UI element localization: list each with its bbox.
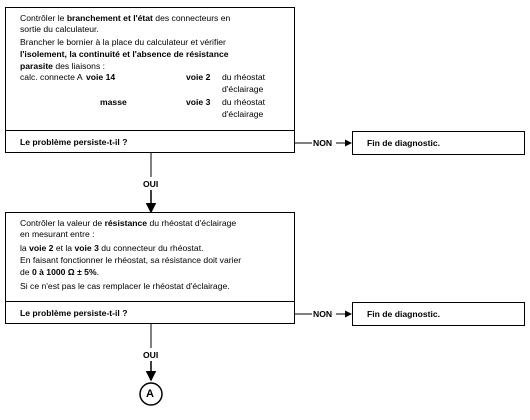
step2-line6: Si ce n'est pas le cas remplacer le rhéo… <box>20 281 230 291</box>
route1-from: voie 14 <box>86 72 116 82</box>
end1-text: Fin de diagnostic. <box>367 138 441 148</box>
non1-label: NON <box>313 138 333 148</box>
question1-text: Le problème persiste-t-il ? <box>20 137 128 147</box>
step2-line3: la voie 2 et la voie 3 du connecteur du … <box>20 243 204 253</box>
end2-box <box>352 302 525 326</box>
end2-text: Fin de diagnostic. <box>367 309 441 319</box>
step1-box <box>5 7 295 153</box>
route2-to: voie 3 <box>186 97 211 107</box>
route1-desc1: du rhéostat <box>222 72 265 82</box>
step1-line5: parasite des liaisons : <box>20 61 106 71</box>
non2-label: NON <box>313 309 333 319</box>
step2-line2: en mesurant entre : <box>20 229 95 239</box>
question2-text: Le problème persiste-t-il ? <box>20 308 128 318</box>
connector-label: A <box>146 388 154 400</box>
oui1-label: OUI <box>143 179 159 189</box>
route2-from: masse <box>100 97 127 107</box>
step1-line2: sortie du calculateur. <box>20 24 99 34</box>
step2-line5: de 0 à 1000 Ω ± 5%. <box>20 267 99 277</box>
step1-line1: Contrôler le branchement et l'état des c… <box>20 13 231 23</box>
connector-circle <box>139 382 163 406</box>
end1-box <box>352 131 525 155</box>
step2-line1: Contrôler la valeur de résistance du rhé… <box>20 218 237 228</box>
step2-line4: En faisant fonctionner le rhéostat, sa r… <box>20 255 242 265</box>
question2-box <box>5 301 295 324</box>
route2-desc1: du rhéostat <box>222 97 265 107</box>
route1-to: voie 2 <box>186 72 211 82</box>
step1-line4: l'isolement, la continuité et l'absence … <box>20 49 229 59</box>
step1-line3: Brancher le bornier à la place du calcul… <box>20 37 226 47</box>
oui2-label: OUI <box>143 350 159 360</box>
route1-prefix: calc. connecte A <box>20 72 83 82</box>
question1-box <box>5 130 295 153</box>
route1-desc2: d'éclairage <box>222 84 264 94</box>
route2-desc2: d'éclairage <box>222 109 264 119</box>
